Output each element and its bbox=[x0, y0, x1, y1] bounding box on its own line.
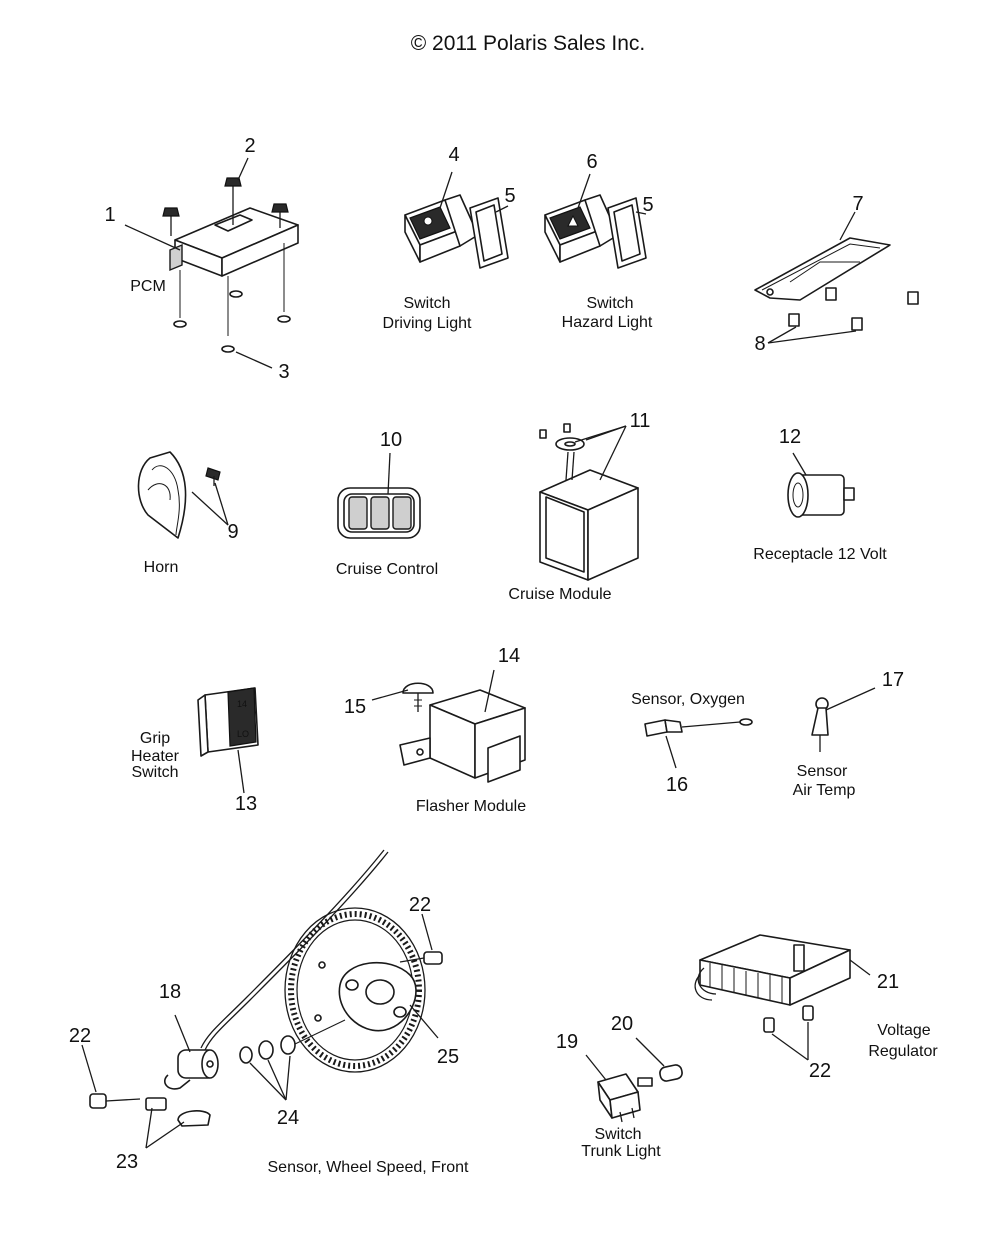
cruise-control bbox=[337, 452, 421, 539]
pcm-assembly bbox=[124, 157, 299, 369]
wheel-speed-washers bbox=[239, 1019, 346, 1101]
callout-5a: 5 bbox=[504, 185, 515, 207]
label-trunk-1: Switch bbox=[594, 1126, 641, 1143]
wheel-speed-bracket bbox=[338, 961, 439, 1039]
callout-10: 10 bbox=[380, 429, 402, 451]
label-sensor-air-2: Air Temp bbox=[793, 782, 856, 799]
receptacle-12v bbox=[787, 452, 855, 518]
callout-22b: 22 bbox=[69, 1025, 91, 1047]
label-sensor-air-1: Sensor bbox=[797, 763, 848, 780]
label-switch-driving-2: Driving Light bbox=[383, 315, 472, 332]
label-cruise-control: Cruise Control bbox=[336, 561, 438, 578]
bracket-screws bbox=[767, 287, 919, 344]
switch-hazard-bezel bbox=[607, 197, 647, 269]
label-switch-hazard-2: Hazard Light bbox=[562, 314, 653, 331]
switch-driving-bezel bbox=[469, 197, 509, 269]
label-trunk-2: Trunk Light bbox=[581, 1143, 661, 1160]
pcm-unit bbox=[169, 207, 299, 277]
label-grip-3: Switch bbox=[131, 764, 178, 781]
callout-13: 13 bbox=[235, 793, 257, 815]
label-horn: Horn bbox=[144, 559, 179, 576]
switch-hazard-light bbox=[544, 173, 619, 263]
label-flasher: Flasher Module bbox=[416, 798, 526, 815]
label-voltage-1: Voltage bbox=[877, 1022, 930, 1039]
grip-glyph-bottom: LO bbox=[237, 729, 249, 739]
callout-3: 3 bbox=[278, 361, 289, 383]
wheel-speed-bolt-top bbox=[399, 913, 443, 965]
callout-9: 9 bbox=[227, 521, 238, 543]
callout-5b: 5 bbox=[642, 194, 653, 216]
voltage-regulator bbox=[694, 934, 871, 1006]
callout-8: 8 bbox=[754, 333, 765, 355]
switch-trunk-light bbox=[585, 1054, 653, 1123]
bracket bbox=[754, 211, 891, 301]
grip-heater-switch: 14 LO bbox=[197, 687, 259, 794]
sensor-oxygen bbox=[644, 718, 753, 769]
switch-driving-light bbox=[404, 171, 479, 263]
flasher-screw bbox=[371, 682, 434, 712]
trunk-light-plunger bbox=[635, 1037, 683, 1082]
callout-1: 1 bbox=[104, 204, 115, 226]
callout-18: 18 bbox=[159, 981, 181, 1003]
callout-11: 11 bbox=[630, 410, 651, 432]
label-wheel-speed: Sensor, Wheel Speed, Front bbox=[268, 1159, 470, 1176]
label-sensor-oxygen: Sensor, Oxygen bbox=[631, 691, 745, 708]
callout-17: 17 bbox=[882, 669, 904, 691]
wheel-speed-bolt-left bbox=[81, 1044, 141, 1109]
callout-7: 7 bbox=[852, 193, 863, 215]
label-switch-driving-1: Switch bbox=[403, 295, 450, 312]
label-grip-1: Grip bbox=[140, 730, 170, 747]
callout-15: 15 bbox=[344, 696, 366, 718]
pcm-washers bbox=[173, 243, 291, 353]
wheel-speed-sensor-wire bbox=[200, 849, 389, 1051]
horn bbox=[137, 451, 229, 539]
callout-12: 12 bbox=[779, 426, 801, 448]
flasher-module bbox=[399, 669, 526, 783]
callout-21: 21 bbox=[877, 971, 899, 993]
cruise-module bbox=[539, 423, 639, 581]
callout-16: 16 bbox=[666, 774, 688, 796]
wheel-speed-clips bbox=[145, 1097, 211, 1149]
grip-glyph-top: 14 bbox=[237, 699, 247, 709]
label-switch-hazard-1: Switch bbox=[586, 295, 633, 312]
callout-19: 19 bbox=[556, 1031, 578, 1053]
callout-20: 20 bbox=[611, 1013, 633, 1035]
callout-14: 14 bbox=[498, 645, 520, 667]
callout-24: 24 bbox=[277, 1107, 299, 1129]
callout-4: 4 bbox=[448, 144, 459, 166]
callout-2: 2 bbox=[244, 135, 255, 157]
copyright-title: © 2011 Polaris Sales Inc. bbox=[411, 32, 646, 55]
callout-22c: 22 bbox=[809, 1060, 831, 1082]
label-voltage-2: Regulator bbox=[868, 1043, 938, 1060]
callout-25: 25 bbox=[437, 1046, 459, 1068]
callout-23: 23 bbox=[116, 1151, 138, 1173]
sensor-air-temp bbox=[811, 687, 876, 752]
pcm-screws bbox=[162, 177, 289, 236]
label-grip-2: Heater bbox=[131, 748, 180, 765]
label-cruise-module: Cruise Module bbox=[508, 586, 611, 603]
wheel-speed-sensor bbox=[164, 1014, 219, 1090]
voltage-regulator-screws bbox=[763, 1005, 814, 1061]
label-receptacle: Receptacle 12 Volt bbox=[753, 546, 887, 563]
label-pcm: PCM bbox=[130, 278, 166, 295]
callout-6: 6 bbox=[586, 151, 597, 173]
callout-22a: 22 bbox=[409, 894, 431, 916]
